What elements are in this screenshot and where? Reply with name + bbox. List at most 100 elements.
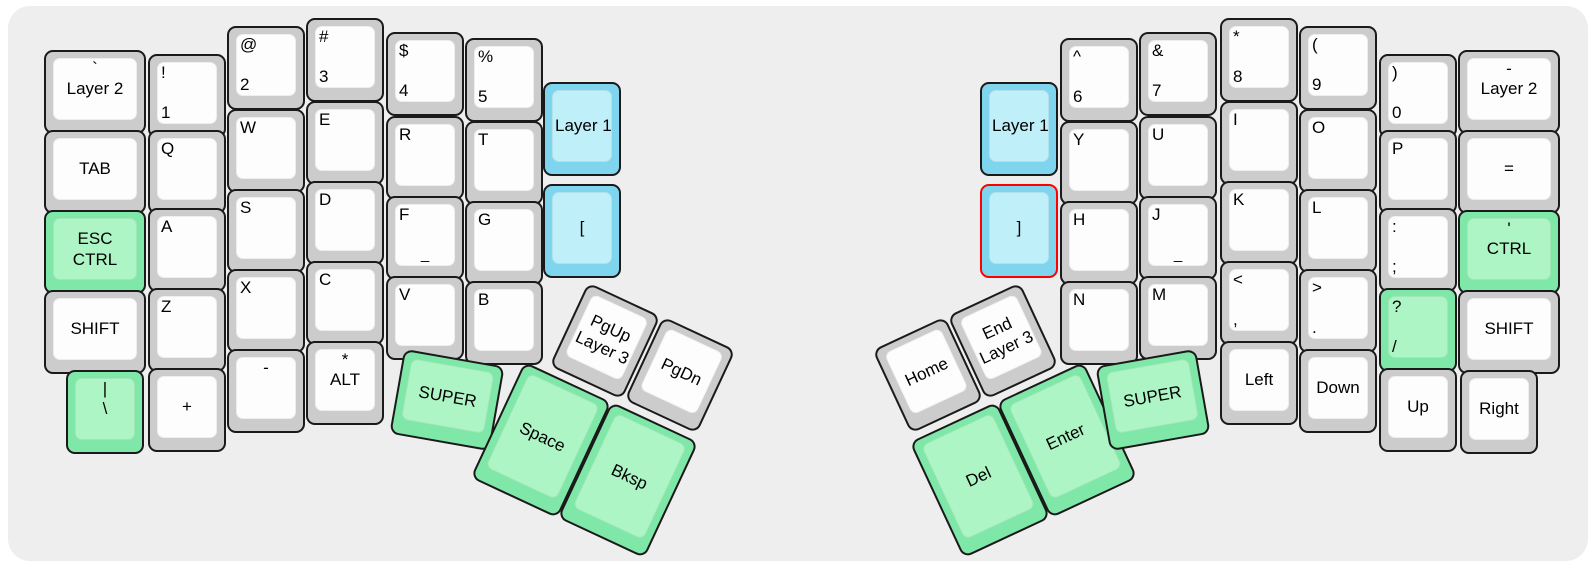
key-legends: Layer 1 xyxy=(555,92,612,160)
key-legend: T xyxy=(478,130,489,149)
key-shift-right[interactable]: SHIFT xyxy=(1458,290,1560,374)
key-k[interactable]: K xyxy=(1220,181,1298,265)
keycap-surface xyxy=(989,90,1049,162)
key-left-arrow[interactable]: Left xyxy=(1220,341,1298,425)
key-lparen-9[interactable]: (9 xyxy=(1299,26,1377,110)
key-layer1-right[interactable]: Layer 1 xyxy=(980,82,1058,176)
key-exclam-1[interactable]: !1 xyxy=(148,54,226,138)
keycap-surface xyxy=(1467,138,1551,200)
key-x[interactable]: X xyxy=(227,269,305,353)
key-shift-left[interactable]: SHIFT xyxy=(44,290,146,374)
keycap-surface xyxy=(315,109,375,171)
key-legends: &7 xyxy=(1151,42,1205,100)
key-colon-semi[interactable]: :; xyxy=(1379,208,1457,292)
key-legend: S xyxy=(240,198,252,217)
key-down-arrow[interactable]: Down xyxy=(1299,349,1377,433)
key-z[interactable]: Z xyxy=(148,288,226,372)
key-d[interactable]: D xyxy=(306,181,384,265)
key-bracket-right[interactable]: ] xyxy=(980,184,1058,278)
key-hash-3[interactable]: #3 xyxy=(306,18,384,102)
key-legends: PgDn xyxy=(642,331,721,414)
key-dollar-4[interactable]: $4 xyxy=(386,32,464,116)
key-esc-ctrl[interactable]: ESC CTRL xyxy=(44,210,146,294)
key-j[interactable]: J_ xyxy=(1139,196,1217,280)
key-legends: -Layer 2 xyxy=(1470,60,1548,118)
key-legends: )0 xyxy=(1391,64,1445,122)
key-minus-left[interactable]: - xyxy=(227,349,305,433)
keycap-surface xyxy=(395,204,455,266)
key-b[interactable]: B xyxy=(465,281,543,365)
key-n[interactable]: N xyxy=(1060,281,1138,365)
key-pipe-backslash[interactable]: |\ xyxy=(66,370,144,454)
key-star-alt[interactable]: *ALT xyxy=(306,341,384,425)
key-c[interactable]: C xyxy=(306,261,384,345)
keycap-surface xyxy=(315,26,375,88)
key-m[interactable]: M xyxy=(1139,276,1217,360)
key-legend: ! xyxy=(161,63,166,82)
key-e[interactable]: E xyxy=(306,101,384,185)
key-layer1-left[interactable]: Layer 1 xyxy=(543,82,621,176)
keycap-surface xyxy=(236,277,296,339)
key-legends: *8 xyxy=(1232,28,1286,86)
key-q[interactable]: Q xyxy=(148,130,226,214)
key-backtick-layer2[interactable]: `Layer 2 xyxy=(44,50,146,134)
key-legends: ESC CTRL xyxy=(56,220,134,278)
keycap-surface xyxy=(236,197,296,259)
key-legends: :; xyxy=(1391,218,1445,276)
key-legend: ( xyxy=(1312,35,1318,54)
key-legends: O xyxy=(1311,119,1365,177)
key-l[interactable]: L xyxy=(1299,189,1377,273)
key-f[interactable]: F_ xyxy=(386,196,464,280)
key-quote-ctrl[interactable]: 'CTRL xyxy=(1458,210,1560,294)
key-right-arrow[interactable]: Right xyxy=(1460,370,1538,454)
key-u[interactable]: U xyxy=(1139,116,1217,200)
key-legends: #3 xyxy=(318,28,372,86)
key-p[interactable]: P xyxy=(1379,130,1457,214)
key-legends: T xyxy=(477,131,531,189)
key-a[interactable]: A xyxy=(148,208,226,292)
key-legend: \ xyxy=(102,399,108,419)
keycap-surface xyxy=(53,298,137,360)
key-i[interactable]: I xyxy=(1220,101,1298,185)
key-legend: O xyxy=(1312,118,1326,137)
key-y[interactable]: Y xyxy=(1060,121,1138,205)
key-lt-comma[interactable]: <, xyxy=(1220,261,1298,345)
key-gt-period[interactable]: >. xyxy=(1299,269,1377,353)
key-h[interactable]: H xyxy=(1060,201,1138,285)
key-legends: - xyxy=(239,359,293,417)
key-super-right[interactable]: SUPER xyxy=(1095,348,1211,452)
key-legend: Enter xyxy=(1043,419,1088,455)
keycap-surface xyxy=(1229,269,1289,331)
key-plus[interactable]: + xyxy=(148,368,226,452)
key-v[interactable]: V xyxy=(386,276,464,360)
key-up-arrow[interactable]: Up xyxy=(1379,368,1457,452)
key-at-2[interactable]: @2 xyxy=(227,26,305,110)
key-legend: + xyxy=(182,397,192,417)
key-s[interactable]: S xyxy=(227,189,305,273)
key-tab[interactable]: TAB xyxy=(44,130,146,214)
key-asterisk-8[interactable]: *8 xyxy=(1220,18,1298,102)
key-t[interactable]: T xyxy=(465,121,543,205)
key-amp-7[interactable]: &7 xyxy=(1139,32,1217,116)
key-bracket-left[interactable]: [ xyxy=(543,184,621,278)
key-legend: % xyxy=(478,47,494,66)
key-rparen-0[interactable]: )0 xyxy=(1379,54,1457,138)
key-legend: Layer 2 xyxy=(1480,79,1538,99)
key-question-slash[interactable]: ?/ xyxy=(1379,288,1457,372)
key-legend: SHIFT xyxy=(70,319,120,339)
key-minus-layer2[interactable]: -Layer 2 xyxy=(1458,50,1560,134)
key-percent-5[interactable]: %5 xyxy=(465,38,543,122)
key-r[interactable]: R xyxy=(386,116,464,200)
key-w[interactable]: W xyxy=(227,109,305,193)
key-equals[interactable]: = xyxy=(1458,130,1560,214)
key-legend: P xyxy=(1392,139,1404,158)
key-legends: PgUp Layer 3 xyxy=(567,297,646,380)
key-o[interactable]: O xyxy=(1299,109,1377,193)
keycap-surface xyxy=(1229,109,1289,171)
key-legends: K xyxy=(1232,191,1286,249)
key-caret-6[interactable]: ^6 xyxy=(1060,38,1138,122)
key-g[interactable]: G xyxy=(465,201,543,285)
key-super-left[interactable]: SUPER xyxy=(389,348,505,452)
